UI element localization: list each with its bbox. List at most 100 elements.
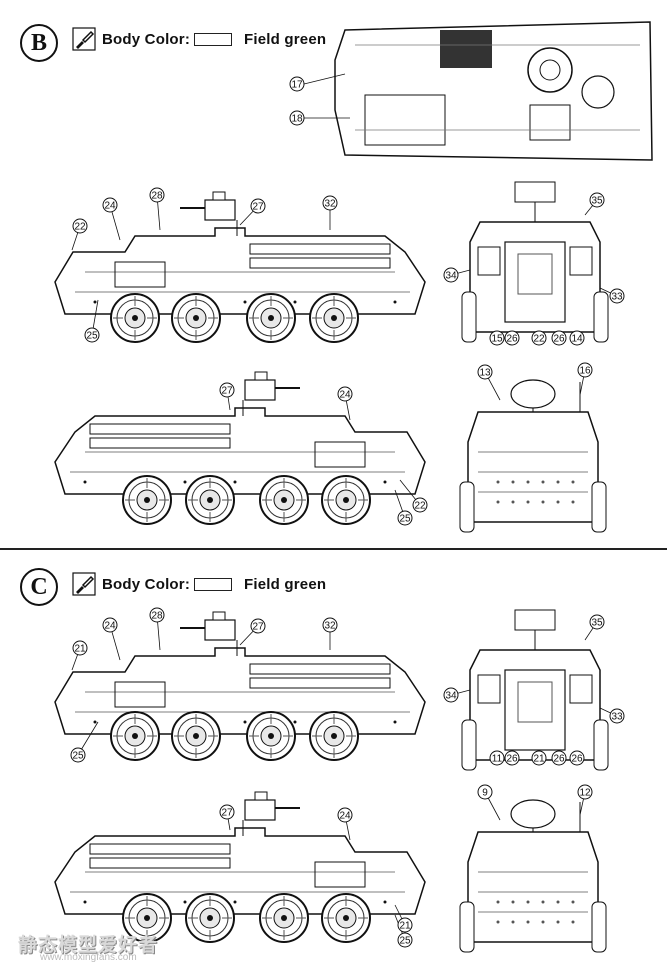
callout-number: 22 [414, 501, 426, 512]
callout-circle [489, 750, 505, 766]
callout-circle [609, 708, 625, 724]
callout-circle [397, 510, 413, 526]
callout-circle [551, 750, 567, 766]
section-c: C Body Color: Field green [0, 550, 667, 974]
callout-number: 33 [611, 712, 623, 723]
callout-number: 33 [611, 292, 623, 303]
callout-number: 34 [445, 271, 457, 282]
callout-circle [443, 267, 459, 283]
color-swatch [194, 32, 233, 46]
callout-number: 21 [533, 754, 545, 765]
callout-number: 25 [86, 331, 98, 342]
callout-circle [531, 750, 547, 766]
front-view-drawing [459, 379, 607, 533]
callout-circle [443, 687, 459, 703]
callout-number: 25 [399, 936, 411, 947]
side-view-drawing [54, 791, 426, 915]
body-color-header: Body Color: Field green [72, 26, 326, 52]
color-name: Field green [244, 30, 327, 48]
section-b: B Body Color: Field green [20, 24, 326, 62]
step-badge: C [20, 568, 58, 606]
callout-circle [289, 76, 305, 92]
callout-number: 25 [72, 751, 84, 762]
callout-number: 21 [399, 921, 411, 932]
callout-circle [250, 198, 266, 214]
watermark-url: www.moxingfans.com [40, 952, 137, 963]
callout-circle [589, 192, 605, 208]
callout-circle [589, 614, 605, 630]
callout-circle [72, 640, 88, 656]
callout-number: 21 [74, 644, 86, 655]
callout-number: 34 [445, 691, 457, 702]
callout-number: 26 [506, 754, 518, 765]
callout-circle [70, 747, 86, 763]
callout-number: 24 [339, 390, 351, 401]
callout-circle [72, 218, 88, 234]
callout-circle [289, 110, 305, 126]
callout-circle [569, 750, 585, 766]
callout-number: 26 [553, 754, 565, 765]
callout-circle [609, 288, 625, 304]
top-view-drawing [334, 21, 653, 161]
callout-number: 16 [579, 366, 591, 377]
callout-number: 11 [492, 754, 503, 765]
body-color-label: Body Color: [102, 30, 191, 48]
callout-circle [149, 607, 165, 623]
color-swatch [194, 577, 233, 591]
callout-number: 13 [479, 368, 491, 379]
callout-circle [412, 497, 428, 513]
callout-number: 18 [291, 114, 303, 125]
callout-number: 32 [324, 621, 336, 632]
callout-circle [577, 362, 593, 378]
rear-view-drawing [461, 181, 609, 343]
callout-number: 27 [252, 622, 264, 633]
callout-number: 24 [104, 621, 116, 632]
callout-number: 27 [252, 202, 264, 213]
callout-circle [569, 330, 585, 346]
watermark-text: 静态模型爱好者 [18, 935, 159, 956]
callout-circle [504, 330, 520, 346]
callout-number: 22 [533, 334, 545, 345]
callout-number: 22 [74, 222, 86, 233]
callout-number: 15 [491, 334, 503, 345]
rear-view-drawing [461, 609, 609, 771]
callout-circle [250, 618, 266, 634]
callout-circle [477, 364, 493, 380]
callout-circle [337, 807, 353, 823]
callout-number: 24 [339, 811, 351, 822]
callout-number: 14 [571, 334, 583, 345]
body-color-header: Body Color: Field green [72, 571, 326, 597]
callout-circle [504, 750, 520, 766]
callout-circle [577, 784, 593, 800]
paint-brush-icon [72, 27, 96, 51]
callout-number: 28 [151, 611, 163, 622]
callout-number: 32 [324, 199, 336, 210]
callout-circle [397, 917, 413, 933]
side-view-drawing [54, 371, 426, 495]
callout-number: 26 [571, 754, 583, 765]
callout-circle [489, 330, 505, 346]
callout-number: 9 [482, 788, 488, 799]
callout-circle [531, 330, 547, 346]
callout-number: 17 [291, 80, 303, 91]
paint-brush-icon [72, 572, 96, 596]
callout-circle [102, 617, 118, 633]
step-badge: B [20, 24, 58, 62]
callout-number: 24 [104, 201, 116, 212]
callout-circle [397, 932, 413, 948]
section-divider [0, 548, 667, 550]
callout-number: 35 [591, 196, 603, 207]
callout-number: 26 [506, 334, 518, 345]
callout-number: 27 [221, 386, 233, 397]
callout-circle [322, 617, 338, 633]
color-name: Field green [244, 575, 327, 593]
callout-circle [219, 804, 235, 820]
callout-circle [84, 327, 100, 343]
callout-circle [551, 330, 567, 346]
callout-number: 27 [221, 808, 233, 819]
callout-number: 12 [579, 788, 591, 799]
callout-number: 28 [151, 191, 163, 202]
